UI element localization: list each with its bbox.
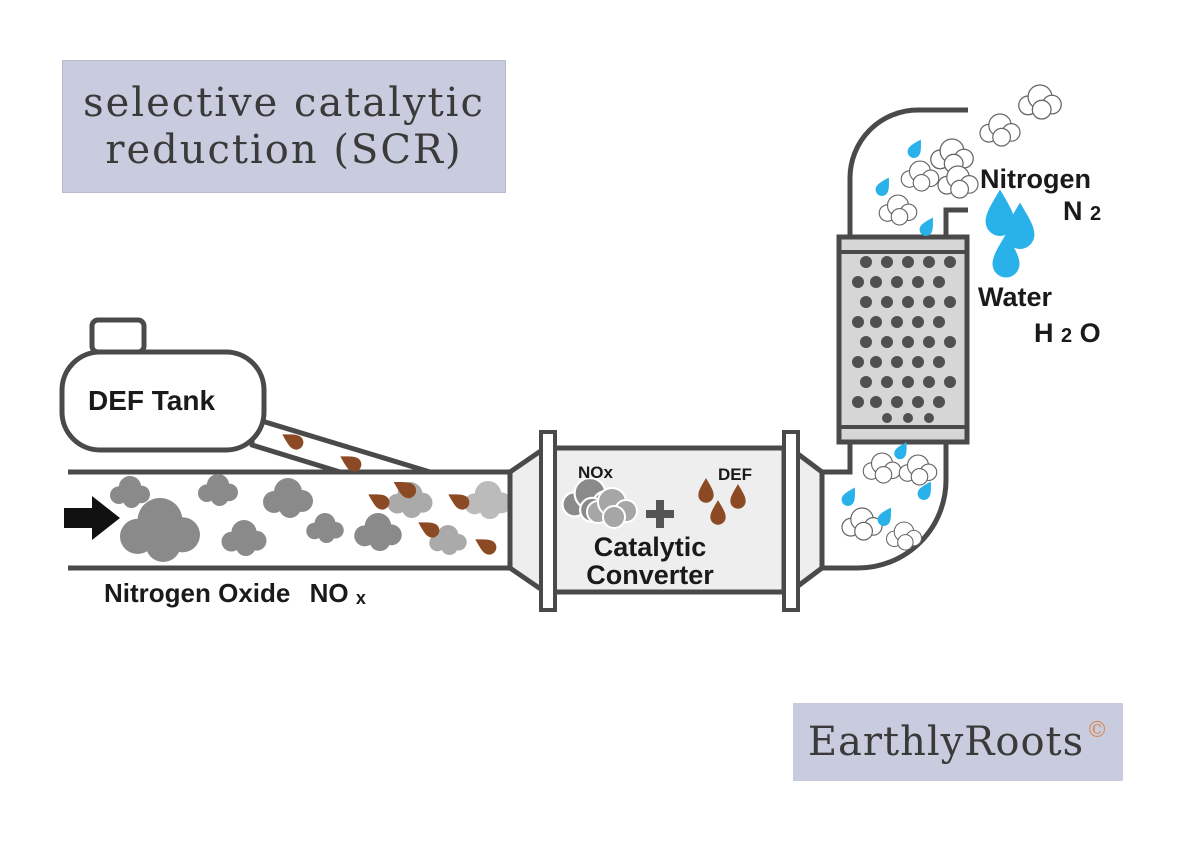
title-box: selective catalytic reduction (SCR) <box>62 60 506 193</box>
inlet-formula-sub: x <box>356 588 366 608</box>
product-nitrogen-sub: 2 <box>1090 203 1101 225</box>
converter-label-line-2: Converter <box>586 560 714 590</box>
outlet-pipe <box>822 107 968 571</box>
product-water-sub: 2 <box>1061 325 1072 347</box>
copyright-mark: © <box>1086 717 1109 743</box>
product-water-label: Water <box>978 282 1053 312</box>
title-line-2: reduction (SCR) <box>105 126 463 173</box>
catalyst-pores <box>852 256 956 423</box>
inlet-gas-name: Nitrogen Oxide <box>104 578 290 608</box>
inlet-gas-label: Nitrogen Oxide NO x <box>104 578 366 608</box>
flow-arrow-icon <box>64 496 120 540</box>
def-tank <box>59 317 267 453</box>
brand-box: EarthlyRoots © <box>793 703 1123 781</box>
inlet-pipe <box>68 469 510 571</box>
nox-cloud-icon <box>110 474 512 562</box>
product-water-h: H <box>1034 318 1054 348</box>
def-tank-label: DEF Tank <box>88 385 215 416</box>
inlet-formula-main: NO <box>310 578 349 608</box>
product-nitrogen-label: Nitrogen <box>980 164 1091 194</box>
reactant-def-label: DEF <box>718 465 752 484</box>
product-nitrogen-main: N <box>1063 196 1083 226</box>
product-water-o: O <box>1080 318 1101 348</box>
brand-name: EarthlyRoots <box>807 719 1085 765</box>
product-water-formula: H 2 O <box>1034 318 1101 348</box>
plus-icon <box>646 500 674 528</box>
def-feed-pipe <box>249 415 433 475</box>
product-nitrogen-formula: N 2 <box>1063 196 1101 226</box>
converter-label-line-1: Catalytic <box>594 532 707 562</box>
title-line-1: selective catalytic <box>83 79 485 126</box>
reactant-nox-label: NOx <box>578 463 614 482</box>
scr-catalyst <box>836 234 970 445</box>
